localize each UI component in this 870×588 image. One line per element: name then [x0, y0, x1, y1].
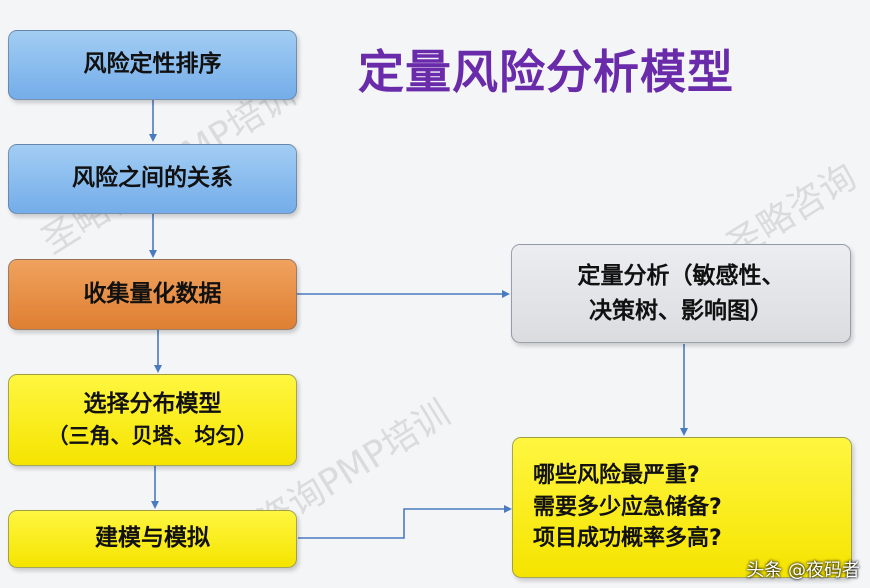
box-label: 建模与模拟	[95, 525, 210, 552]
arrow-head	[151, 501, 159, 509]
arrow-head	[149, 134, 157, 142]
box-quantitative-analysis: 定量分析（敏感性、 决策树、影响图）	[511, 244, 851, 343]
box-label: 风险定性排序	[83, 51, 222, 78]
arrow-modeling-to-questions	[298, 508, 506, 539]
box-label: 选择分布模型	[83, 390, 222, 417]
box-collect-data: 收集量化数据	[8, 259, 297, 330]
question-item: 项目成功概率多高?	[533, 526, 722, 552]
arrow-head	[504, 505, 512, 513]
question-item: 需要多少应急储备?	[533, 494, 722, 520]
box-label: 决策树、影响图）	[589, 297, 773, 324]
box-label: 收集量化数据	[83, 280, 222, 307]
box-risk-relationships: 风险之间的关系	[8, 144, 297, 214]
arrow-head	[154, 365, 162, 373]
box-sublabel: （三角、贝塔、均匀）	[47, 424, 258, 449]
diagram-title: 定量风险分析模型	[358, 45, 734, 99]
box-key-questions: 哪些风险最严重? 需要多少应急储备? 项目成功概率多高?	[512, 437, 852, 578]
box-label: 风险之间的关系	[72, 165, 233, 192]
arrow-head	[680, 428, 688, 436]
arrow-head	[149, 250, 157, 258]
box-qualitative-sort: 风险定性排序	[8, 30, 297, 100]
box-modeling: 建模与模拟	[8, 510, 297, 568]
source-credit: 头条 @夜码者	[746, 560, 860, 581]
question-item: 哪些风险最严重?	[533, 462, 700, 488]
box-label: 定量分析（敏感性、	[577, 263, 785, 289]
arrow-head	[502, 290, 510, 298]
box-choose-distribution: 选择分布模型 （三角、贝塔、均匀）	[8, 374, 297, 466]
